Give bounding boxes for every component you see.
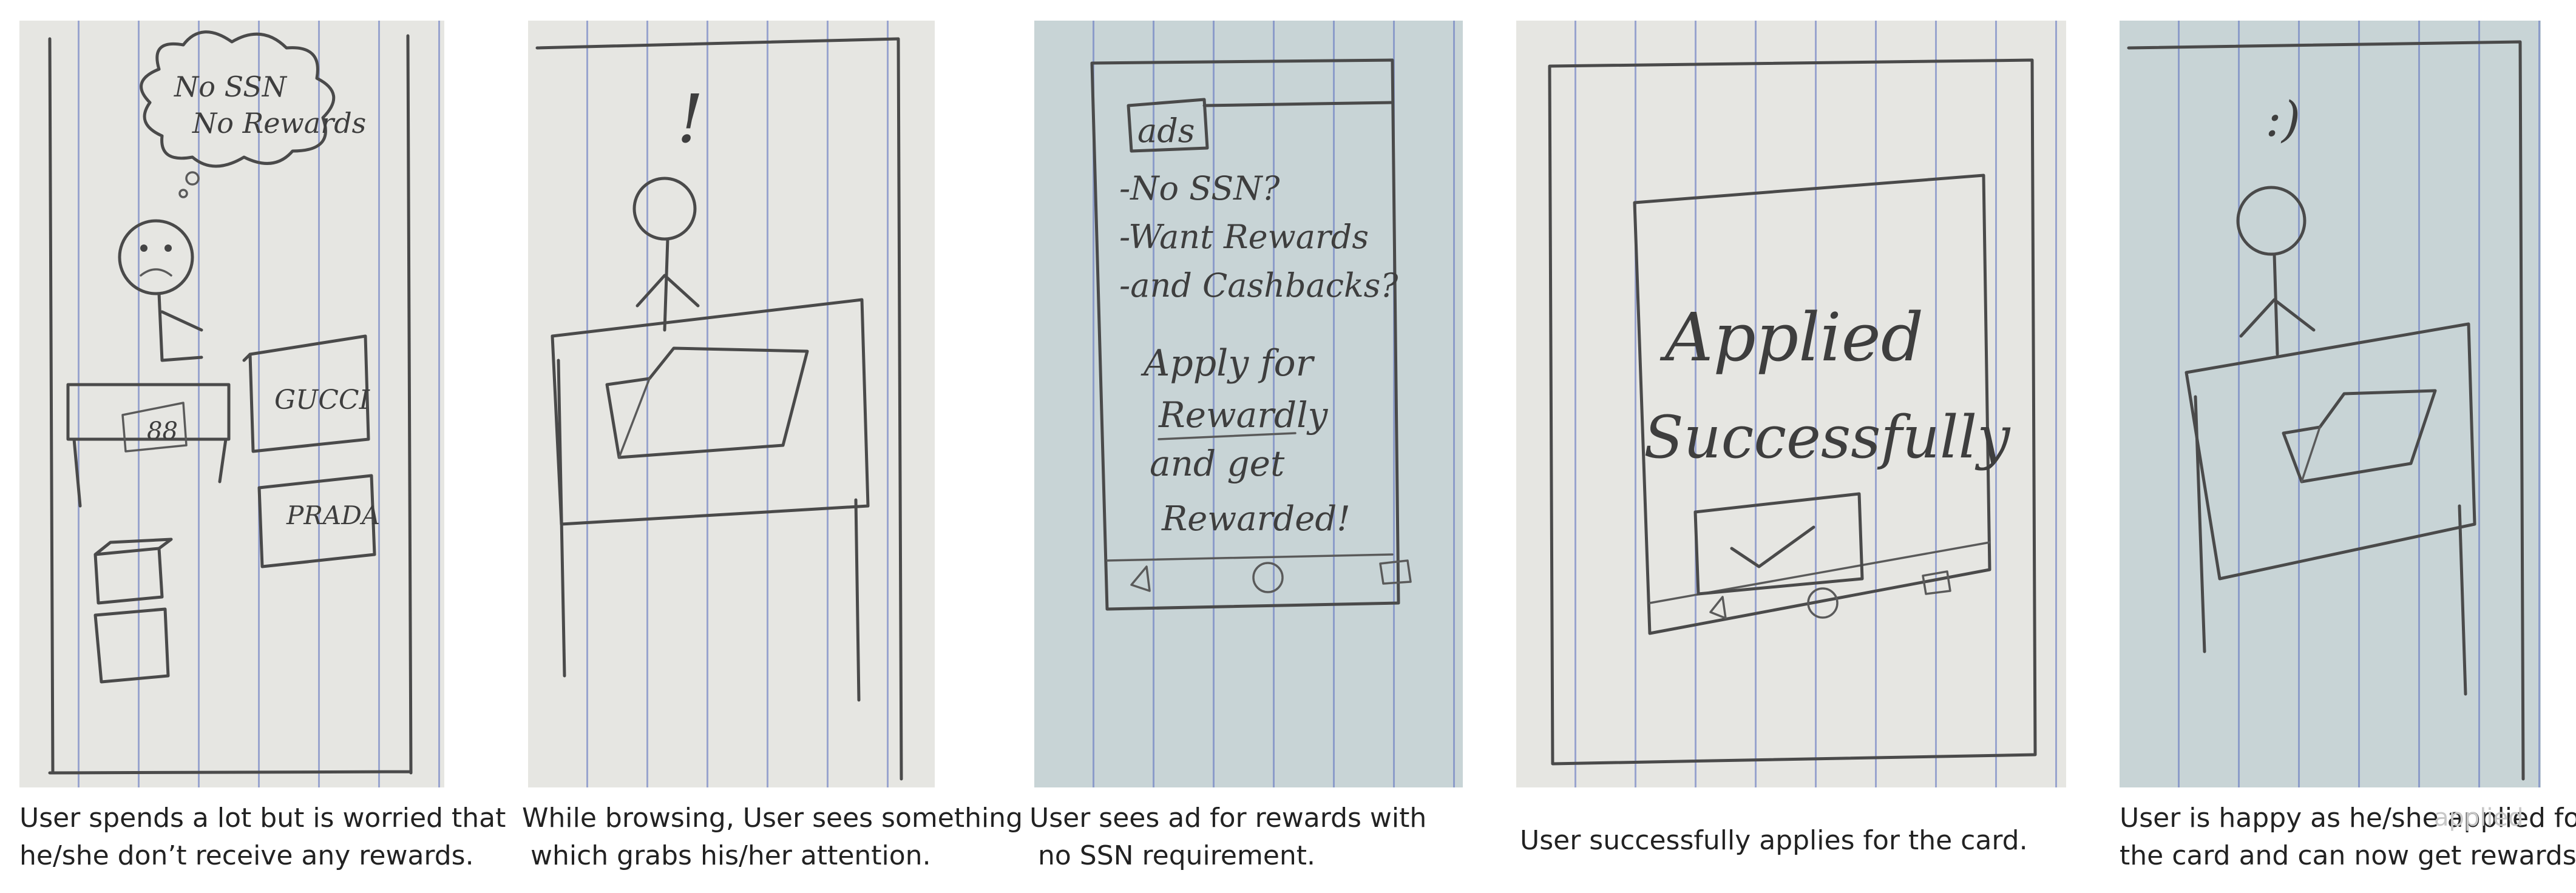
- svg-text:88: 88: [147, 417, 178, 445]
- panel-2-caption-line-2: which grabs his/her attention.: [522, 840, 931, 871]
- panel-3-caption: User sees ad for rewards with no SSN req…: [1029, 800, 1426, 875]
- panel-3-sketch: ads -No SSN? -Want Rewards -and Cashback…: [1090, 58, 1412, 611]
- success-line-2: Successfully: [1644, 403, 2011, 471]
- panel-3-caption-line-2: no SSN requirement.: [1029, 840, 1316, 871]
- panel-5-caption: User is happy as he/she applied for the c…: [2120, 800, 2576, 875]
- panel-2-caption: While browsing, User sees something whic…: [522, 800, 1023, 875]
- ad-line-5: Rewardly: [1158, 394, 1329, 436]
- panel-4-caption: User successfully applies for the card.: [1520, 822, 2028, 860]
- panel-1-caption-line-1: User spends a lot but is worried that: [19, 803, 506, 834]
- panel-5-sketch: :): [2127, 40, 2525, 781]
- ad-line-4: Apply for: [1141, 342, 1315, 385]
- storyboard-panel-5: :): [2120, 21, 2541, 787]
- ad-line-1: -No SSN?: [1119, 169, 1280, 207]
- panel-4-sketch: Applied Successfully: [1548, 58, 2037, 766]
- bubble-text-1: No SSN: [174, 70, 288, 103]
- storyboard-panel-1: No SSN No Rewards 88 GUCCI PRADA: [19, 21, 444, 787]
- panel-5-caption-line-1: User is happy as he/she applied for: [2120, 803, 2576, 834]
- exclaim-mark: !: [677, 80, 703, 158]
- panel-1-sketch: No SSN No Rewards 88 GUCCI PRADA: [48, 30, 413, 775]
- panel-4-caption-line-1: User successfully applies for the card.: [1520, 825, 2028, 856]
- panel-3-caption-line-1: User sees ad for rewards with: [1029, 803, 1427, 834]
- ad-line-7: Rewarded!: [1161, 499, 1351, 539]
- store-label-prada: PRADA: [286, 500, 380, 530]
- ad-line-2: -Want Rewards: [1119, 218, 1369, 256]
- happy-face-text: :): [2265, 91, 2300, 147]
- storyboard-panel-4: Applied Successfully: [1516, 21, 2066, 787]
- panel-1-caption-line-2: he/she don’t receive any rewards.: [19, 840, 474, 871]
- panel-1-caption: User spends a lot but is worried that he/…: [19, 800, 506, 875]
- ad-line-6: and get: [1150, 443, 1285, 484]
- ad-line-3: -and Cashbacks?: [1119, 266, 1398, 305]
- panel-2-caption-line-1: While browsing, User sees something: [522, 803, 1023, 834]
- panel-2-sketch: !: [535, 37, 903, 781]
- storyboard-panel-3: ads -No SSN? -Want Rewards -and Cashback…: [1034, 21, 1463, 787]
- watermark-text: applied: [2434, 804, 2524, 832]
- success-line-1: Applied: [1659, 298, 1924, 376]
- ad-tag: ads: [1137, 112, 1195, 150]
- bubble-text-2: No Rewards: [192, 107, 366, 140]
- panel-5-caption-line-2: the card and can now get rewards.: [2120, 840, 2576, 871]
- store-label-gucci: GUCCI: [274, 385, 371, 416]
- storyboard-panel-2: !: [528, 21, 935, 787]
